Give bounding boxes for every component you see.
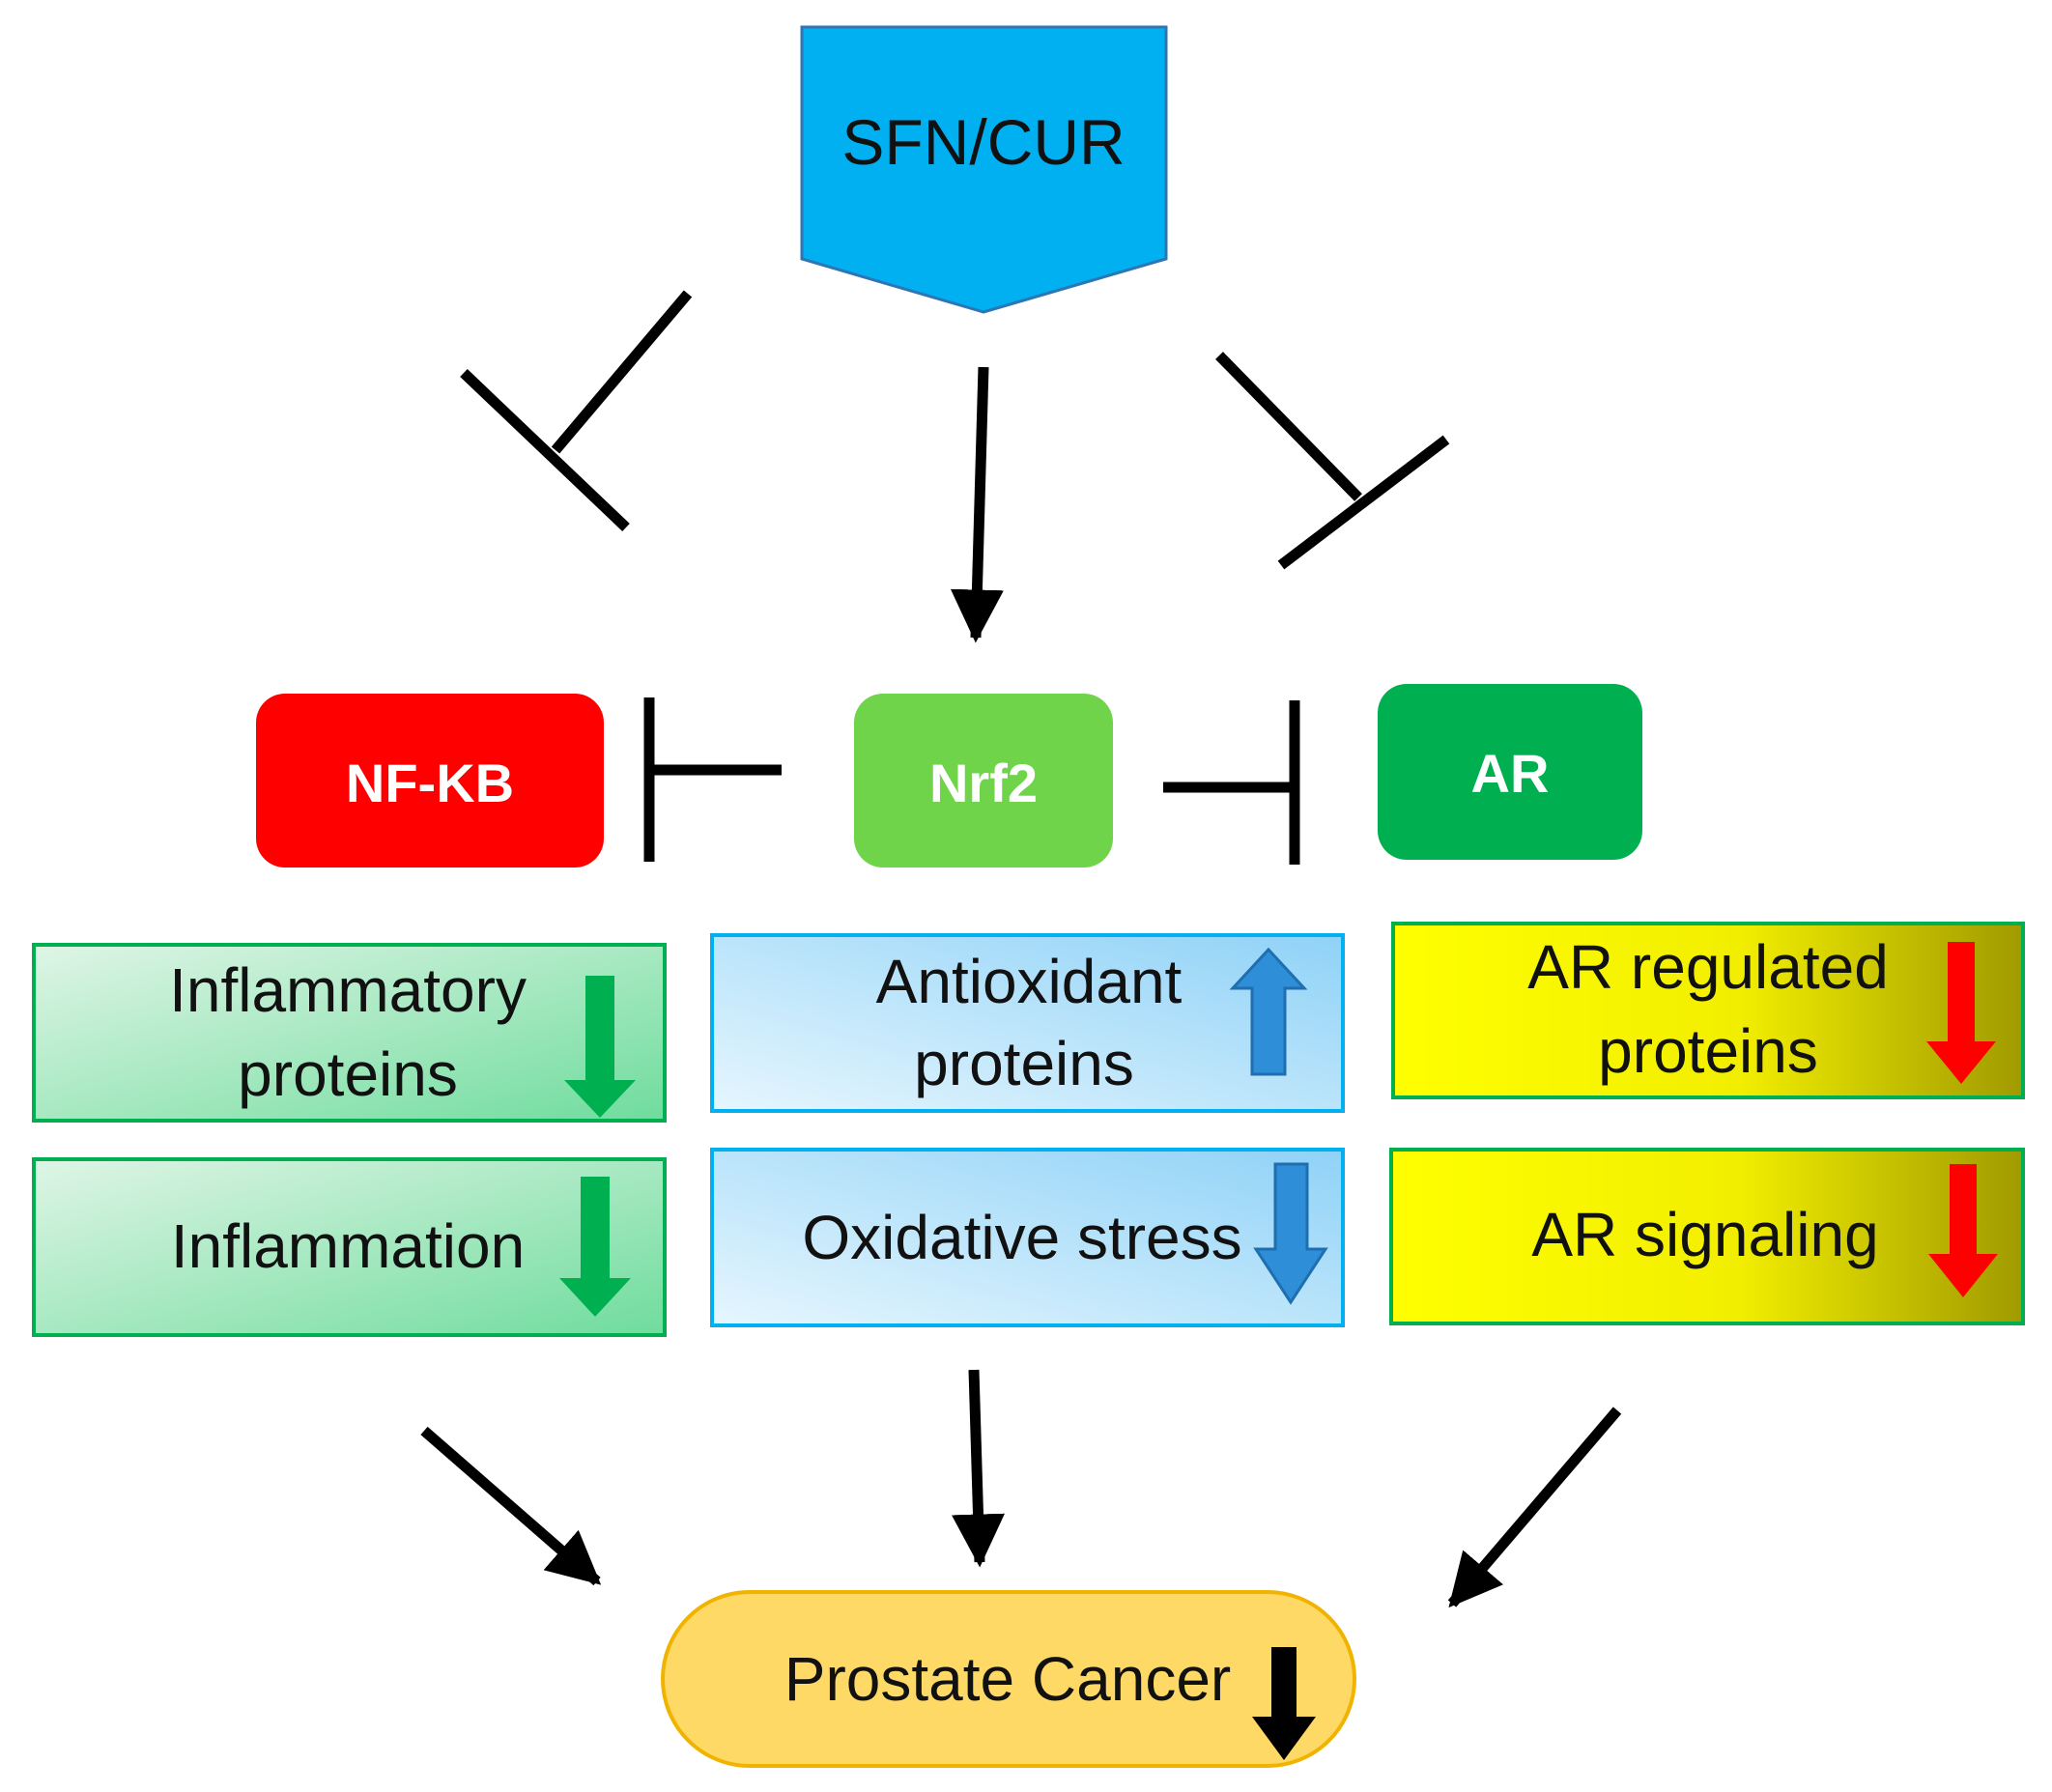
inflammatory-proteins-line1: Inflammatory xyxy=(169,955,527,1025)
source-node: SFN/CUR xyxy=(800,25,1168,314)
down-arrow-icon xyxy=(1252,1647,1316,1760)
inhibit-sfn-ar xyxy=(1215,352,1450,570)
node-nrf2: Nrf2 xyxy=(854,694,1113,868)
antioxidant-proteins-line1: Antioxidant xyxy=(876,947,1183,1016)
ar-regulated-proteins-line2: proteins xyxy=(1598,1016,1818,1086)
arrow-sfn-nrf2 xyxy=(950,366,1004,643)
box-antioxidant-proteins: Antioxidant proteins xyxy=(710,933,1345,1113)
inhibit-sfn-nfkb xyxy=(460,290,693,531)
box-ar-signaling: AR signaling xyxy=(1389,1148,2025,1325)
antioxidant-proteins-line2: proteins xyxy=(914,1029,1134,1098)
inflammation-label: Inflammation xyxy=(171,1211,525,1281)
nfkb-label: NF-KB xyxy=(346,753,514,813)
box-ar-regulated-proteins: AR regulated proteins xyxy=(1391,922,2025,1099)
down-arrow-icon xyxy=(1253,1162,1328,1305)
down-arrow-icon xyxy=(564,976,636,1118)
inflammatory-proteins-line2: proteins xyxy=(238,1039,458,1109)
inhibit-nrf2-nfkb xyxy=(643,697,782,862)
down-arrow-icon xyxy=(1926,942,1996,1084)
source-shape xyxy=(800,25,1168,314)
inhibit-nrf2-ar xyxy=(1163,700,1300,865)
box-oxidative-stress: Oxidative stress xyxy=(710,1148,1345,1327)
box-inflammation: Inflammation xyxy=(32,1157,667,1337)
oxidative-stress-label: Oxidative stress xyxy=(802,1203,1241,1272)
arrow-middle-to-cancer xyxy=(952,1369,1005,1568)
box-inflammatory-proteins: Inflammatory proteins xyxy=(32,943,667,1123)
outcome-label: Prostate Cancer xyxy=(784,1644,1231,1714)
node-nfkb: NF-KB xyxy=(256,694,604,868)
arrow-left-to-cancer xyxy=(420,1426,602,1586)
down-arrow-icon xyxy=(1928,1164,1998,1297)
up-arrow-icon xyxy=(1229,947,1308,1076)
nrf2-label: Nrf2 xyxy=(929,753,1038,813)
ar-signaling-label: AR signaling xyxy=(1531,1200,1878,1269)
ar-label: AR xyxy=(1471,743,1550,804)
arrow-right-to-cancer xyxy=(1447,1407,1622,1608)
outcome-node: Prostate Cancer xyxy=(661,1590,1356,1768)
source-label: SFN/CUR xyxy=(841,106,1125,178)
down-arrow-icon xyxy=(559,1177,631,1317)
ar-regulated-proteins-line1: AR regulated xyxy=(1527,932,1889,1002)
node-ar: AR xyxy=(1378,684,1642,860)
